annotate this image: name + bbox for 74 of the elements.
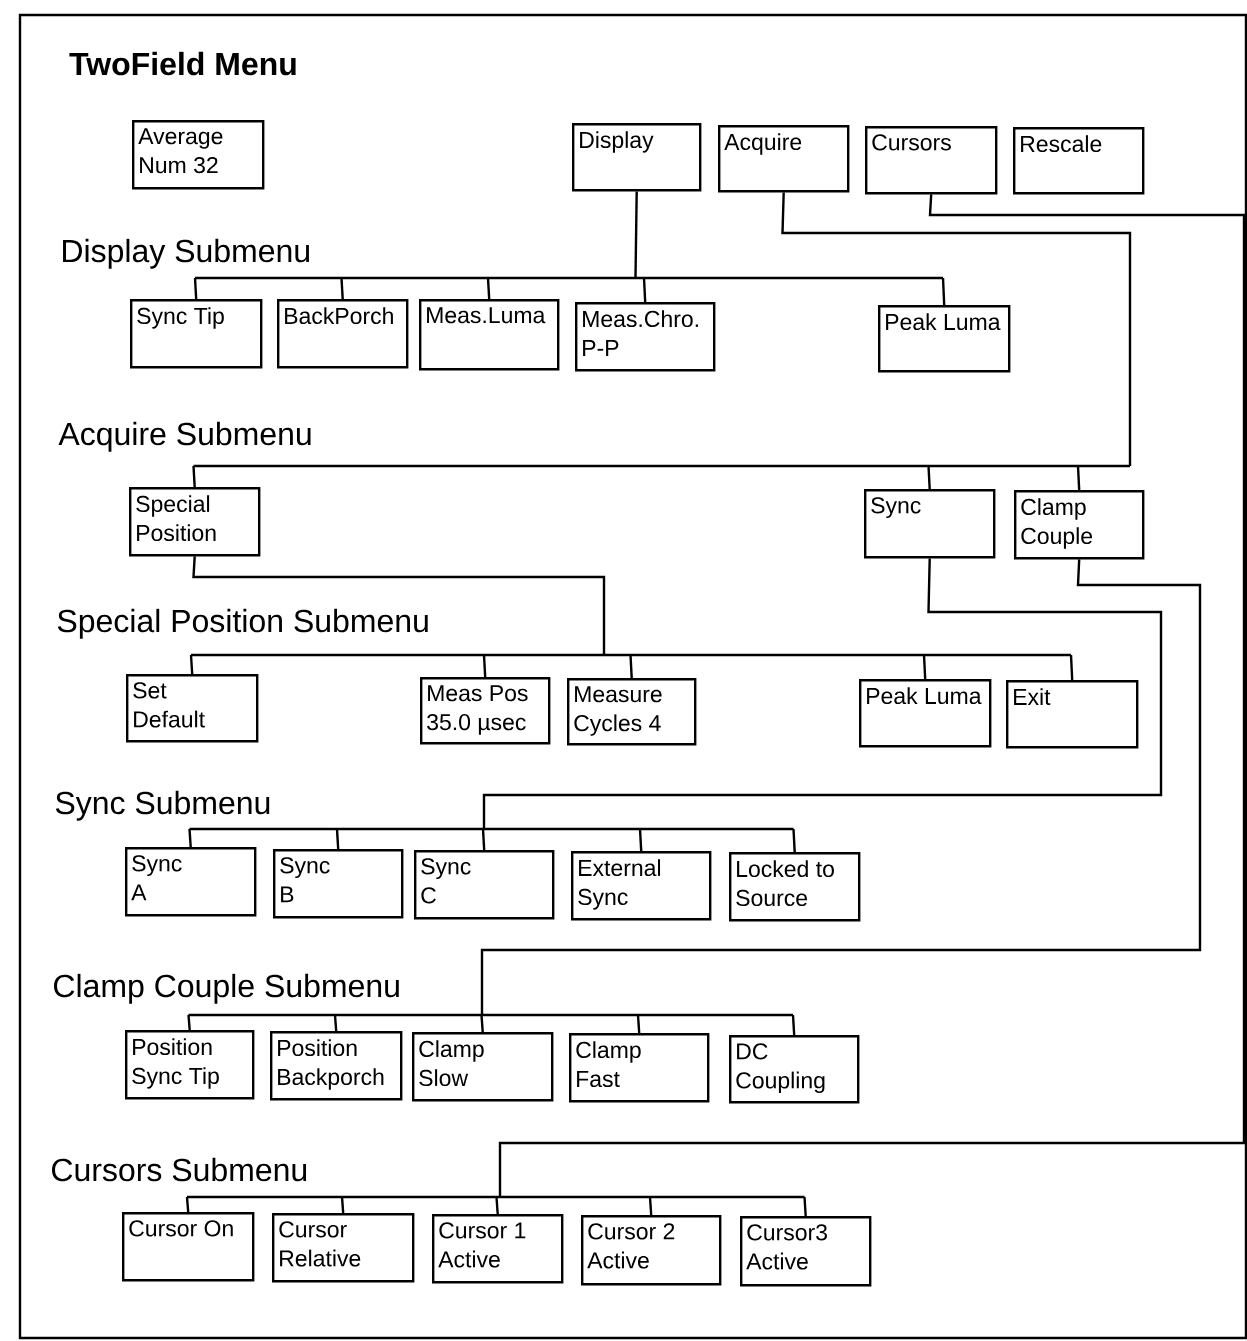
connector-line	[941, 277, 946, 306]
connector-line	[185, 1196, 190, 1213]
connector-line	[629, 654, 633, 679]
connector-line	[193, 192, 1132, 468]
menu-box: Cursor 2 Active	[581, 1215, 722, 1286]
connector-line	[187, 194, 1246, 1199]
menu-box: Meas.Chro. P-P	[575, 302, 716, 372]
menu-box: Special Position	[129, 487, 261, 557]
menu-box: Display	[572, 123, 702, 192]
connector-line	[191, 556, 1071, 657]
menu-box: Acquire	[718, 125, 850, 193]
menu-box: Meas Pos 35.0 µsec	[420, 677, 551, 745]
connector-line	[188, 559, 1202, 1017]
connector-line	[792, 828, 796, 853]
connector-line	[340, 277, 344, 300]
section-heading: Special Position Submenu	[57, 608, 428, 639]
connector-line	[335, 828, 340, 850]
menu-box: Sync	[864, 489, 996, 559]
connector-line	[333, 1014, 338, 1032]
connector-line	[189, 558, 1163, 831]
section-heading: Acquire Submenu	[58, 421, 311, 452]
connector-line	[648, 1196, 653, 1216]
connector-line	[495, 1196, 499, 1215]
connector-line	[187, 1014, 191, 1031]
connector-line	[192, 465, 196, 488]
menu-box: Rescale	[1013, 127, 1145, 195]
diagram-title: TwoField Menu	[69, 51, 296, 76]
menu-box: Peak Luma	[859, 679, 992, 748]
connector-line	[480, 1014, 484, 1033]
connector-line	[340, 1196, 345, 1214]
menu-box: Cursor3 Active	[740, 1216, 872, 1287]
connector-line	[638, 828, 643, 852]
menu-box: Meas.Luma	[419, 299, 560, 371]
menu-box: Peak Luma	[878, 305, 1011, 373]
connector-line	[482, 654, 487, 678]
menu-box: Clamp Fast	[569, 1033, 710, 1103]
connector-line	[193, 277, 198, 300]
menu-box: Sync Tip	[130, 299, 263, 369]
section-heading: Display Submenu	[63, 238, 309, 269]
menu-box: Cursor On	[122, 1212, 255, 1282]
menu-box: Measure Cycles 4	[567, 678, 697, 746]
connector-line	[1069, 654, 1074, 681]
connector-line	[791, 1014, 796, 1036]
menu-box: Position Backporch	[270, 1031, 403, 1101]
menu-box: DC Coupling	[729, 1035, 860, 1104]
connector-line	[636, 1014, 641, 1034]
menu-box: Exit	[1006, 680, 1139, 749]
connector-line	[188, 828, 192, 848]
section-heading: Sync Submenu	[55, 790, 270, 821]
connector-line	[1076, 465, 1081, 491]
menu-box: Average Num 32	[132, 120, 265, 190]
menu-box: Position Sync Tip	[125, 1030, 255, 1100]
menu-box: Sync B	[273, 849, 404, 919]
connector-line	[922, 654, 927, 680]
menu-box: Cursor 1 Active	[432, 1214, 564, 1284]
menu-box: Clamp Slow	[412, 1032, 554, 1102]
section-heading: Cursors Submenu	[52, 1157, 307, 1182]
connector-line	[642, 277, 647, 303]
connector-line	[486, 277, 491, 300]
menu-box: Sync A	[125, 847, 257, 917]
connector-line	[195, 191, 943, 280]
menu-box: Locked to Source	[729, 852, 861, 922]
section-heading: Clamp Couple Submenu	[54, 973, 399, 1004]
menu-box: Cursors	[865, 126, 998, 195]
connector-line	[803, 1196, 807, 1217]
menu-box: Set Default	[126, 674, 259, 743]
connector-line	[189, 654, 194, 675]
menu-box: Clamp Couple	[1014, 490, 1145, 560]
menu-box: Sync C	[414, 850, 555, 920]
connector-line	[481, 828, 486, 851]
menu-box: BackPorch	[277, 299, 409, 369]
connector-line	[927, 465, 931, 490]
menu-box: Cursor Relative	[272, 1213, 415, 1283]
menu-box: External Sync	[571, 851, 712, 921]
